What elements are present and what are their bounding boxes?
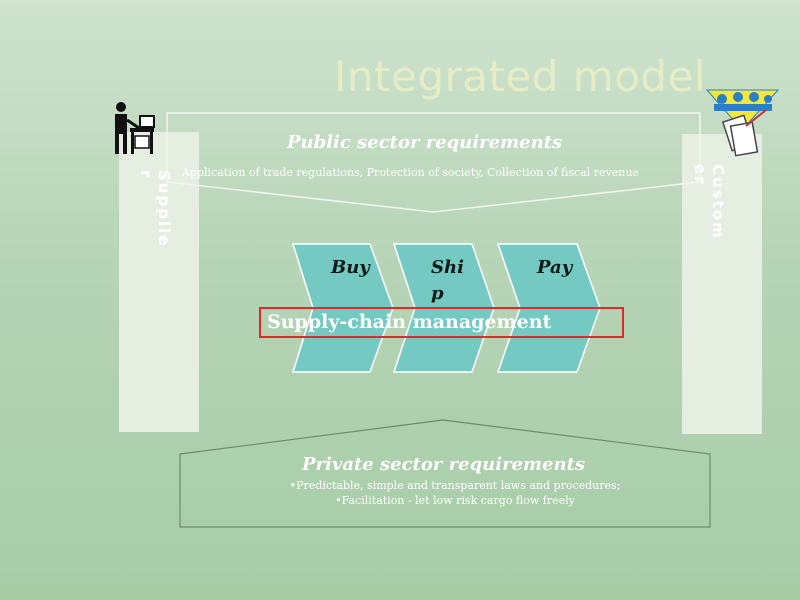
public-sector-subtitle: Application of trade regulations, Protec… [182, 166, 639, 179]
step-ship-label: Ship [431, 257, 464, 304]
slide-title: Integrated model [334, 52, 707, 101]
meeting-document-icon [705, 89, 780, 157]
private-bullet-1: •Predictable, simple and transparent law… [289, 479, 621, 492]
public-sector-funnel [166, 112, 701, 213]
supplier-column: Supplier [119, 132, 199, 432]
supplier-label: Supplier [137, 170, 173, 248]
private-bullet-2: •Facilitation - let low risk cargo flow … [335, 494, 575, 507]
step-pay-label: Pay [537, 257, 573, 278]
customer-column: Customer [682, 134, 762, 434]
supply-chain-management-label: Supply-chain management [267, 311, 552, 333]
person-at-desk-icon [115, 102, 155, 154]
private-sector-title: Private sector requirements [302, 454, 586, 475]
private-sector-bullets: •Predictable, simple and transparent law… [270, 478, 640, 508]
step-buy-label: Buy [331, 257, 370, 278]
private-sector-shape [179, 419, 711, 528]
supply-chain-management-box [259, 307, 624, 338]
public-sector-title: Public sector requirements [287, 132, 563, 153]
